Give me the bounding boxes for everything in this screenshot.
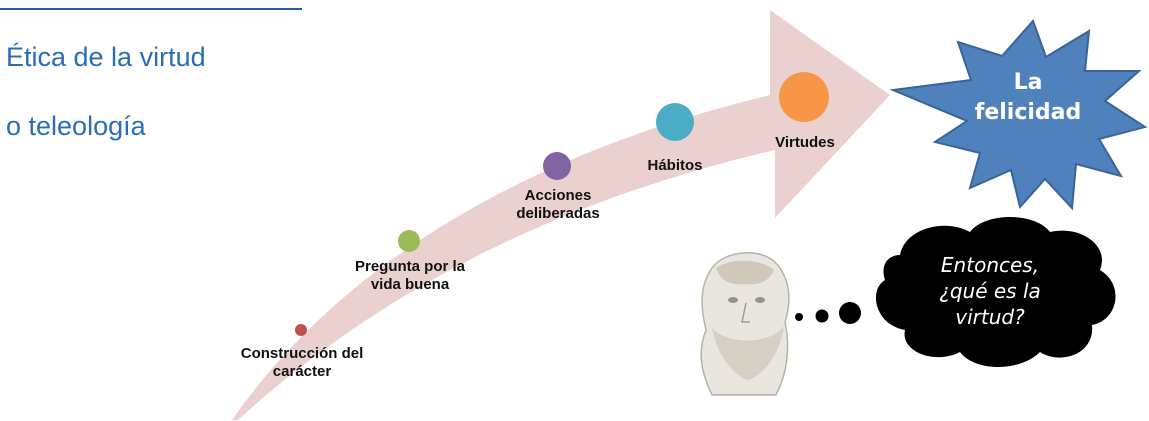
stage-label-1: Construcción del carácter	[234, 345, 370, 381]
stage-dot-1	[295, 324, 307, 336]
goal-starburst	[889, 19, 1148, 211]
stage-dot-5	[779, 72, 829, 122]
page-title-line-2: o teleología	[6, 111, 146, 141]
goal-label-line-2: felicidad	[974, 100, 1082, 125]
title-rule	[0, 8, 302, 10]
stage-label-5: Virtudes	[762, 134, 848, 152]
stage-label-4: Hábitos	[632, 157, 718, 175]
stage-label-1-line-2: carácter	[272, 363, 332, 380]
thought-cloud	[875, 217, 1116, 367]
stage-dot-4	[656, 103, 694, 141]
thought-text: Entonces, ¿qué es la virtud?	[900, 252, 1080, 330]
stage-label-5-line-1: Virtudes	[775, 134, 835, 151]
page-title-line-1: Ética de la virtud	[6, 42, 206, 72]
thought-text-line-3: virtud?	[955, 305, 1025, 329]
stage-label-2-line-2: vida buena	[370, 276, 450, 293]
stage-label-3-line-2: deliberadas	[516, 205, 600, 222]
stage-label-4-line-1: Hábitos	[647, 157, 703, 174]
thought-dot-large	[839, 302, 861, 324]
thought-text-line-2: ¿qué es la	[939, 279, 1041, 303]
stage-label-3-line-1: Acciones	[524, 187, 592, 204]
stage-label-3: Acciones deliberadas	[505, 187, 611, 223]
stage-label-1-line-1: Construcción del	[240, 345, 364, 362]
progress-arrow	[232, 10, 890, 420]
stage-dot-3	[543, 152, 571, 180]
goal-label-line-1: La	[1013, 70, 1043, 95]
thought-text-line-1: Entonces,	[940, 253, 1040, 277]
thought-dot-small	[795, 313, 803, 321]
thought-dot-medium	[815, 309, 829, 323]
stage-label-2: Pregunta por la vida buena	[342, 258, 478, 294]
goal-label: La felicidad	[958, 68, 1098, 128]
stage-dot-2	[398, 230, 420, 252]
stage-label-2-line-1: Pregunta por la	[354, 258, 466, 275]
philosopher-bust-icon	[700, 252, 790, 396]
